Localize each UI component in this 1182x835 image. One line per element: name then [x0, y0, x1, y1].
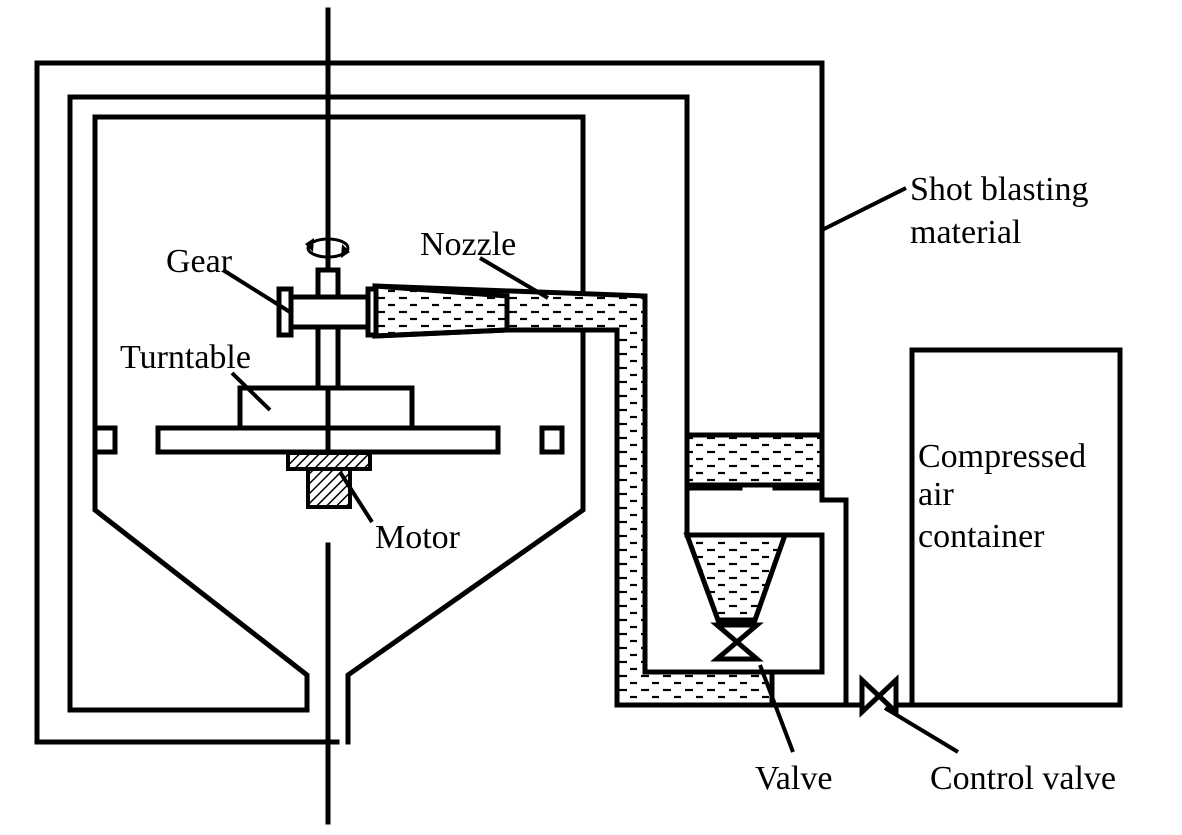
feed-pipe [372, 283, 775, 708]
middle-wall [67, 94, 690, 713]
blasting-chamber [92, 114, 586, 745]
motor-label: Motor [375, 519, 461, 556]
valve-label: Valve [755, 760, 832, 797]
compressed-air-container [909, 347, 1123, 708]
control-valve-icon [859, 674, 899, 718]
gear [276, 286, 379, 338]
turntable-label: Turntable [120, 339, 251, 376]
gear-label: Gear [166, 243, 233, 280]
turntable [155, 385, 501, 455]
leader-lines [221, 186, 960, 754]
compressed-air-label-line3: container [918, 518, 1045, 555]
outer-housing [34, 60, 849, 745]
shot-blasting-label-line1: Shot blasting [910, 171, 1089, 208]
compressed-air-label-line2: air [918, 476, 955, 513]
compressed-air-label-line1: Compressed [918, 438, 1086, 475]
control-valve-label: Control valve [930, 760, 1116, 797]
shot-blasting-label-line2: material [910, 214, 1021, 251]
shot-material-tank [684, 432, 825, 491]
rotation-arrow-icon [305, 237, 350, 259]
nozzle-label: Nozzle [420, 226, 516, 263]
hopper-funnel [683, 532, 825, 675]
valve-icon [710, 622, 764, 662]
